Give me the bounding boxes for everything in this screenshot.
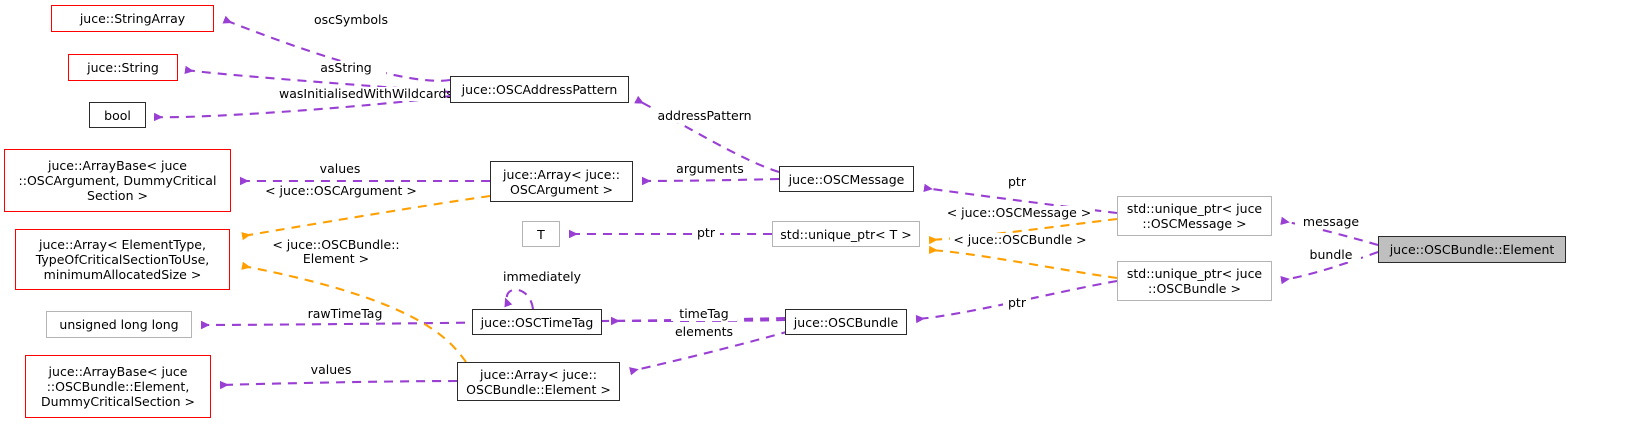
class-node-uniqueptr_bundle[interactable]: std::unique_ptr< juce ::OSCBundle > [1117,261,1272,301]
class-node-label: std::unique_ptr< T > [780,226,912,242]
class-node-label: std::unique_ptr< juce ::OSCBundle > [1126,266,1263,296]
class-node-label: bool [104,107,131,123]
class-node-label: juce::ArrayBase< juce ::OSCBundle::Eleme… [41,364,195,409]
edge-label-arguments: arguments [668,162,752,176]
class-node-uniqueptr_msg[interactable]: std::unique_ptr< juce ::OSCMessage > [1117,196,1272,236]
edge-label-elements: elements [668,325,740,339]
class-node-label: T [537,226,545,242]
edge-label-rawtimetag: rawTimeTag [299,307,391,321]
edge-tmpl-oscargument [241,194,491,241]
class-node-string[interactable]: juce::String [68,54,178,81]
edge-label-immediately: immediately [496,270,588,284]
edge-label-bundle: bundle [1301,248,1361,262]
edge-tmpl-oscbundle [928,245,1118,280]
class-node-label: juce::OSCBundle::Element [1389,242,1555,257]
edge-label-message: message [1295,215,1367,229]
class-node-array_oscargument[interactable]: juce::Array< juce:: OSCArgument > [490,161,633,202]
class-node-label: juce::StringArray [79,11,186,26]
class-node-label: juce::Array< juce:: OSCArgument > [503,166,620,197]
class-node-label: unsigned long long [59,317,179,332]
class-node-oscmessage[interactable]: juce::OSCMessage [779,166,914,192]
edge-label-tmpl_oscbundle: < juce::OSCBundle > [950,233,1090,247]
edge-label-asstring: asString [306,61,386,75]
class-node-label: juce::OSCTimeTag [480,314,594,330]
class-node-label: juce::Array< juce:: OSCBundle::Element > [466,366,611,397]
edge-values-elements [219,379,458,390]
class-node-label: juce::Array< ElementType, TypeOfCritical… [35,237,210,282]
edge-label-wasinit: wasInitialisedWithWildcards [278,86,453,101]
edge-label-ptr_t: ptr [692,226,720,240]
class-node-label: juce::OSCAddressPattern [461,82,618,97]
class-node-stringarray[interactable]: juce::StringArray [51,5,214,32]
edge-arguments [641,176,780,186]
edge-label-addresspattern_lbl: addressPattern [651,109,758,123]
edge-immediately-self [504,288,535,310]
class-node-label: std::unique_ptr< juce ::OSCMessage > [1126,201,1263,231]
class-node-label: juce::String [87,60,159,75]
edge-label-values_arg: values [311,162,369,176]
class-node-uniqueptr_t[interactable]: std::unique_ptr< T > [772,221,920,247]
class-node-osctimetag[interactable]: juce::OSCTimeTag [472,309,602,335]
class-node-arraybase_elem[interactable]: juce::ArrayBase< juce ::OSCBundle::Eleme… [25,355,211,418]
edge-label-tmpl_oscmessage: < juce::OSCMessage > [943,206,1095,220]
class-node-array_elementtype[interactable]: juce::Array< ElementType, TypeOfCritical… [15,229,230,290]
edge-label-values_elem: values [302,363,360,377]
edge-label-ptr_msg: ptr [1003,175,1031,189]
class-node-array_bundleelem[interactable]: juce::Array< juce:: OSCBundle::Element > [457,362,620,401]
class-node-label: juce::OSCBundle [793,314,899,330]
class-node-ull[interactable]: unsigned long long [46,311,192,338]
edge-label-tmpl_oscargument: < juce::OSCArgument > [264,183,418,198]
class-node-t[interactable]: T [522,221,560,247]
edge-label-timetag: timeTag [671,307,737,321]
class-node-addresspattern[interactable]: juce::OSCAddressPattern [450,76,629,103]
edge-label-ptr_bundle: ptr [1003,296,1031,310]
class-node-label: juce::OSCMessage [788,171,905,187]
edge-label-oscsymbols: oscSymbols [300,13,402,27]
class-node-oscbundle[interactable]: juce::OSCBundle [785,309,907,335]
class-node-bool[interactable]: bool [89,102,146,128]
edge-label-tmpl_bundleelem: < juce::OSCBundle:: Element > [264,238,408,266]
class-node-arraybase_arg[interactable]: juce::ArrayBase< juce ::OSCArgument, Dum… [4,149,231,212]
class-node-label: juce::ArrayBase< juce ::OSCArgument, Dum… [18,158,217,203]
class-node-element_current[interactable]: juce::OSCBundle::Element [1378,236,1566,263]
